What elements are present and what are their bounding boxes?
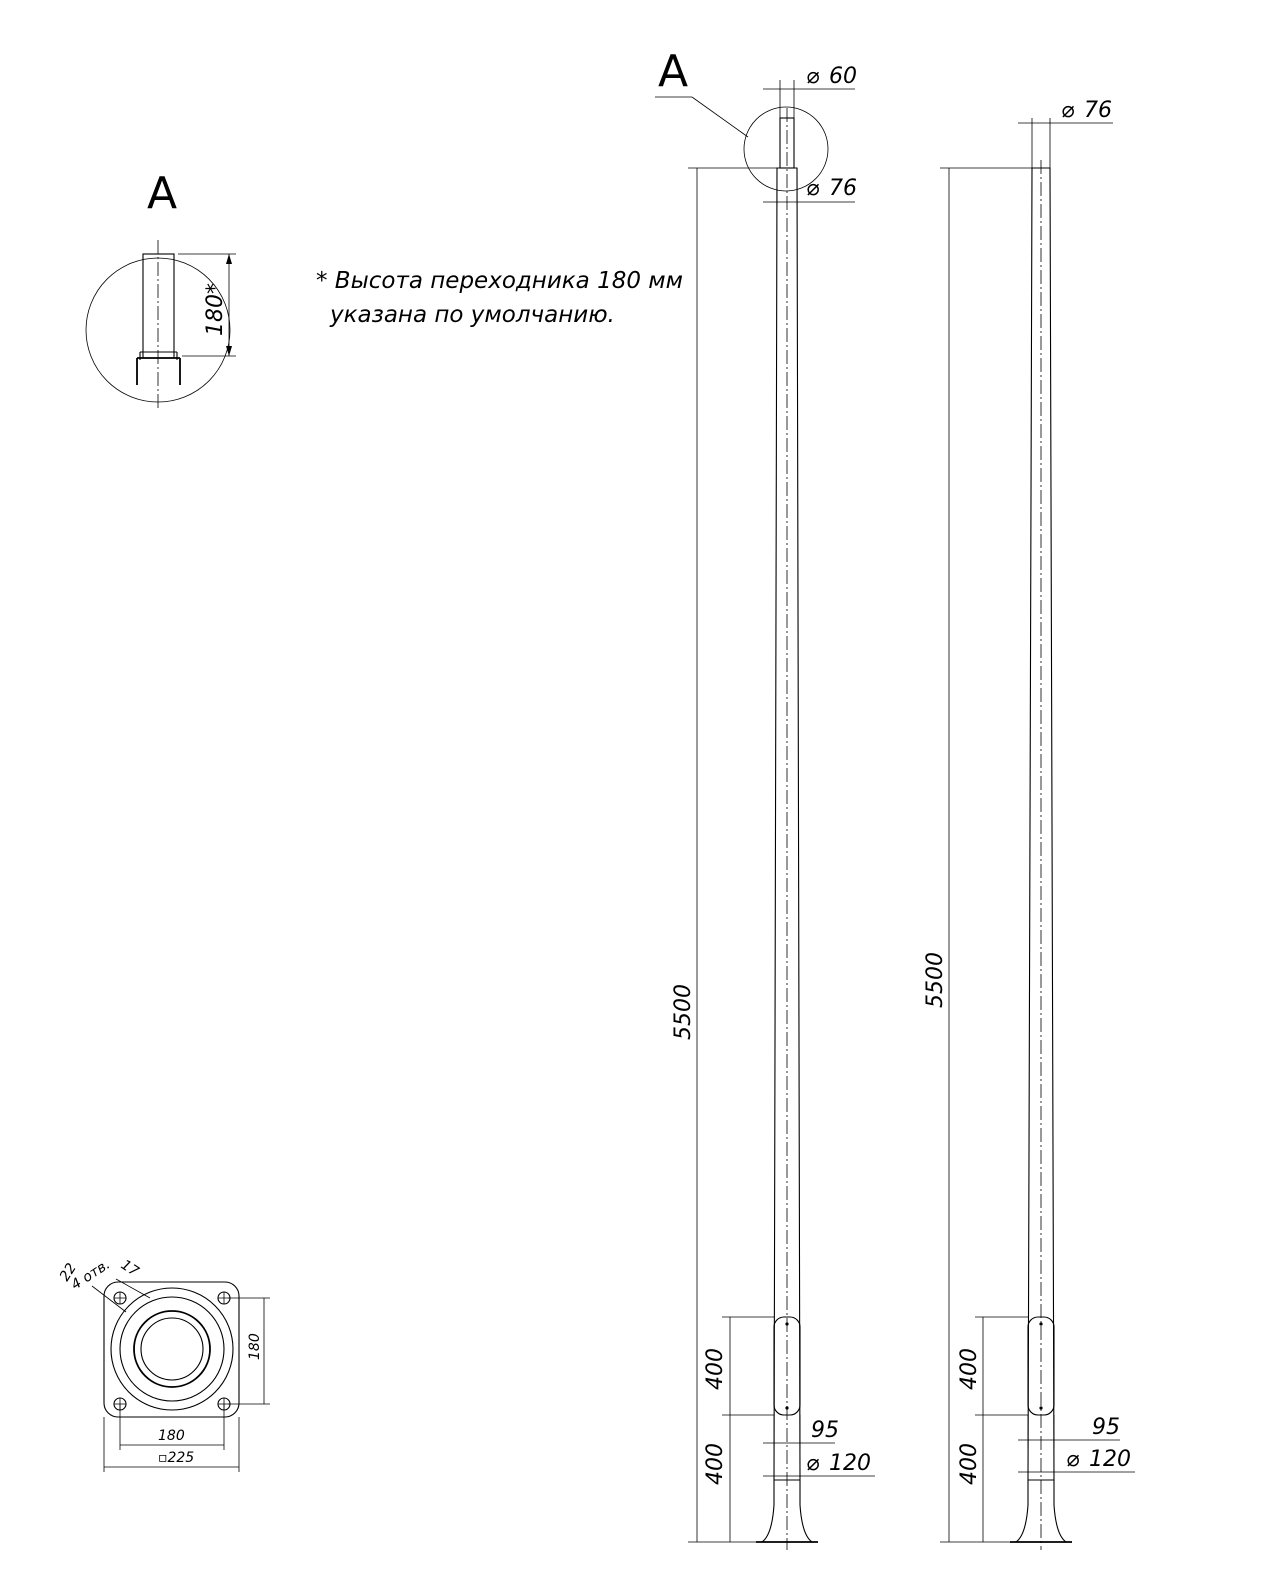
pole-left: A ⌀ 60 ⌀ 76 5500 — [655, 46, 875, 1550]
pole-right-height: 5500 — [923, 952, 948, 1008]
flange-plate — [103, 1281, 240, 1418]
pole-right-hatch-height: 400 — [957, 1348, 982, 1390]
callout-letter: A — [658, 46, 688, 97]
pole-left-top-diameter: 60 — [829, 64, 857, 89]
flange-pipe-outer — [133, 1310, 211, 1388]
flange-bolt-spacing-vertical: 180 — [247, 1333, 263, 1360]
flange-outer-ring — [110, 1287, 234, 1411]
pole-left-hatch — [773, 1316, 801, 1416]
pole-right-base-diameter: 120 — [1089, 1447, 1131, 1472]
pole-right-top-diameter-symbol: ⌀ — [1061, 98, 1075, 123]
detail-pole-top — [136, 357, 181, 385]
pole-left-height: 5500 — [671, 984, 696, 1040]
callout-circle — [743, 106, 829, 192]
pole-right-hatch — [1027, 1316, 1055, 1416]
detail-view-a: A 180* — [85, 168, 236, 410]
pole-left-hatch-width: 95 — [811, 1418, 839, 1443]
note-line-2: указана по умолчанию. — [329, 302, 615, 328]
pole-left-adapter-diameter-symbol: ⌀ — [806, 176, 820, 201]
flange-bolt-spacing-horizontal: 180 — [158, 1428, 185, 1444]
pole-left-base-diameter-symbol: ⌀ — [806, 1451, 820, 1476]
pole-right-base-diameter-symbol: ⌀ — [1066, 1447, 1080, 1472]
pole-left-top-diameter-symbol: ⌀ — [806, 64, 820, 89]
detail-height-label: 180* — [203, 283, 228, 336]
flange-view: 22 4 отв. 17 180 180 ▫225 — [57, 1257, 270, 1472]
pole-right-top-diameter: 76 — [1084, 98, 1112, 123]
note-line-1: * Высота переходника 180 мм — [316, 268, 683, 294]
flange-pipe-inner — [140, 1317, 204, 1381]
pole-right-hatch-offset: 400 — [957, 1443, 982, 1485]
pole-right-hatch-width: 95 — [1092, 1415, 1120, 1440]
pole-left-base-diameter: 120 — [829, 1451, 871, 1476]
pole-left-hatch-offset: 400 — [703, 1443, 728, 1485]
note-block: * Высота переходника 180 мм указана по у… — [316, 268, 683, 328]
pole-left-adapter-diameter: 76 — [829, 176, 857, 201]
callout-leader — [691, 96, 749, 138]
detail-adapter — [142, 253, 175, 359]
flange-plate-size: ▫225 — [158, 1450, 194, 1466]
detail-view-letter: A — [147, 168, 177, 219]
flange-edge-offset: 17 — [118, 1257, 142, 1280]
pole-left-hatch-height: 400 — [703, 1348, 728, 1390]
flange-bolt-holes — [113, 1291, 231, 1411]
pole-right: ⌀ 76 5500 400 400 95 ⌀ 120 — [923, 98, 1135, 1550]
